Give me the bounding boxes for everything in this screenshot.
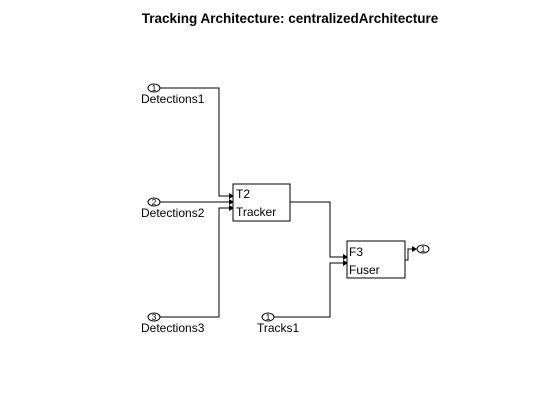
connection-lines [159,87,413,318]
port-oval-icon [147,312,161,322]
port-number: 1 [266,312,271,322]
port-label: Detections1 [141,92,205,106]
port-label: Detections3 [141,321,205,335]
input-port-detections1[interactable]: 1 Detections1 [141,83,205,106]
wire-detections1-to-tracker [159,87,230,197]
fuser-block-box [346,240,406,279]
port-oval-icon [261,312,275,322]
input-port-tracks1[interactable]: 1 Tracks1 [257,312,300,335]
wire-fuser-to-output [405,248,413,261]
port-number: 2 [152,197,157,207]
tracker-block[interactable]: T2 Tracker [232,183,291,222]
arrowhead-icon [229,199,234,205]
wire-tracker-to-fuser [290,201,344,258]
arrowhead-icon [229,205,234,211]
tracker-block-box [232,183,291,222]
fuser-block-name: Fuser [349,263,380,277]
arrowhead-icon [229,193,234,199]
port-oval-icon [416,244,430,254]
port-oval-icon [147,83,161,93]
wire-tracks1-to-fuser [273,262,344,318]
tracker-block-id: T2 [236,187,250,201]
fuser-block-id: F3 [349,245,363,259]
tracker-block-name: Tracker [236,205,276,219]
port-number: 3 [152,312,157,322]
port-number: 1 [152,83,157,93]
arrowhead-icon [343,254,348,260]
output-port[interactable]: 1 [416,244,430,254]
arrowhead-icon [343,260,348,266]
arrowhead-icon [412,246,417,252]
connection-arrowheads [229,193,417,266]
port-oval-icon [147,197,161,207]
input-port-detections3[interactable]: 3 Detections3 [141,312,205,335]
input-port-detections2[interactable]: 2 Detections2 [141,197,205,220]
diagram-title: Tracking Architecture: centralizedArchit… [142,11,439,26]
wire-detections3-to-tracker [159,207,230,318]
port-label: Tracks1 [257,321,300,335]
fuser-block[interactable]: F3 Fuser [346,240,406,279]
port-label: Detections2 [141,206,205,220]
port-number: 1 [421,244,426,254]
